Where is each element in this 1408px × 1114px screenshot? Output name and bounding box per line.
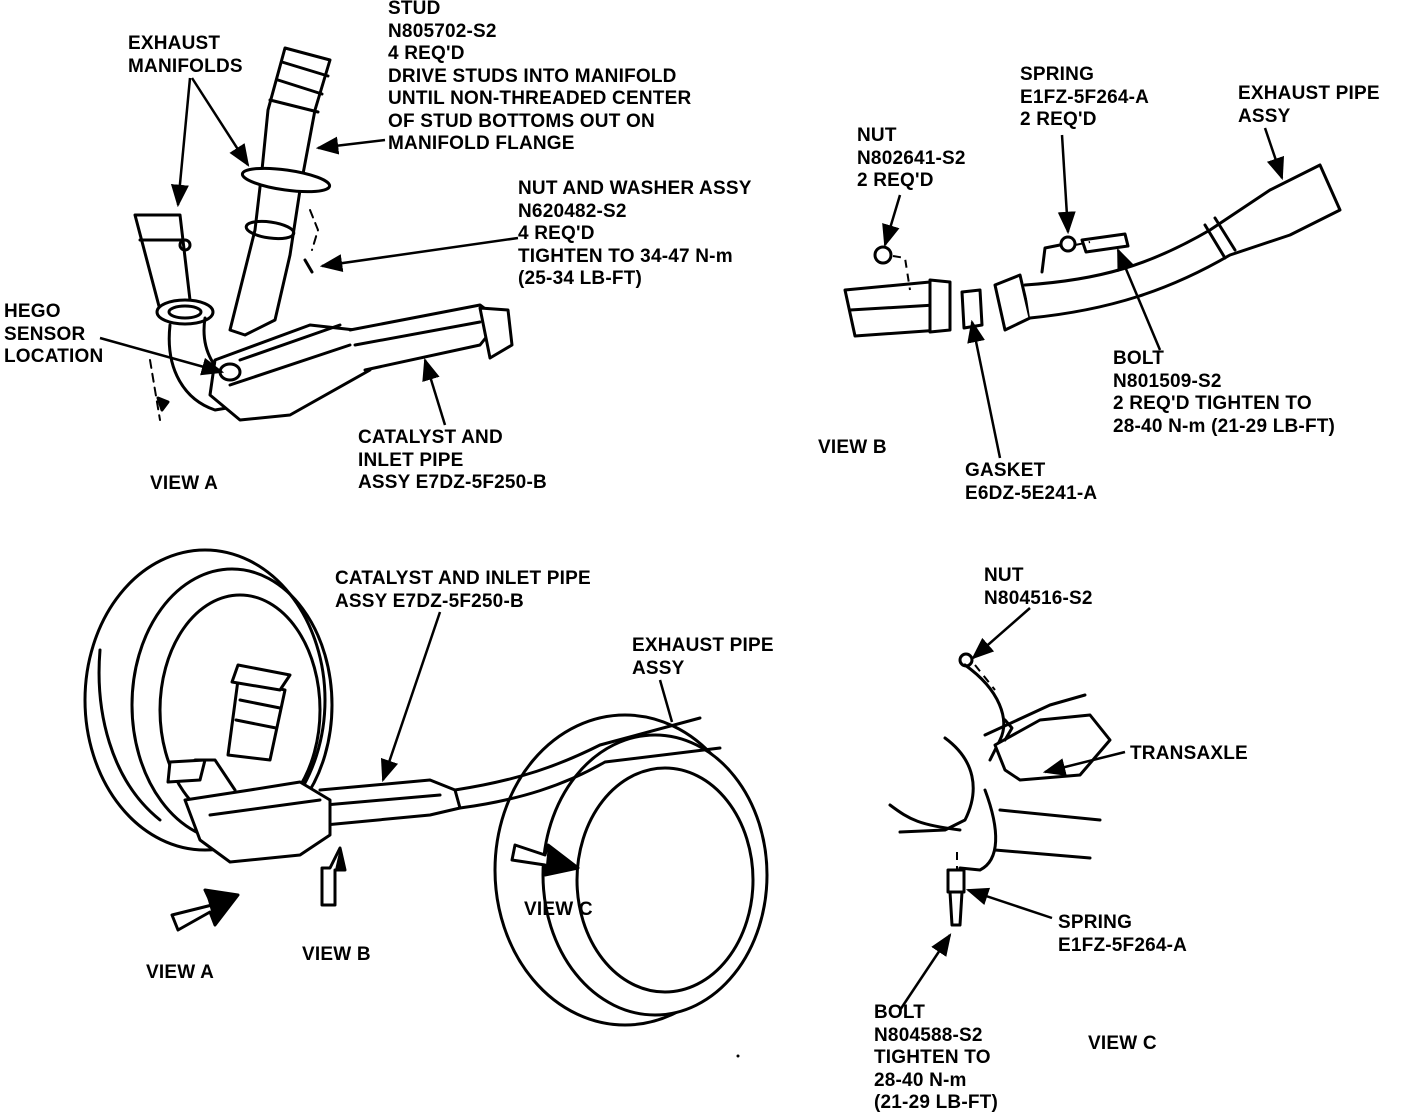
overview-illustration bbox=[83, 548, 769, 1027]
gasket-callout-line: E6DZ-5E241-A bbox=[965, 482, 1098, 504]
view-c-illustration bbox=[888, 652, 1112, 927]
stud-callout-line: N805702-S2 bbox=[388, 20, 497, 42]
stud-callout-line: STUD bbox=[388, 0, 441, 19]
exhaust-manifolds-label: EXHAUST MANIFOLDS bbox=[128, 33, 243, 78]
gasket-callout-view-b: GASKET E6DZ-5E241-A bbox=[965, 460, 1097, 505]
nut-washer-line: 4 REQ'D bbox=[518, 223, 595, 244]
nut-callout-line: NUT bbox=[984, 565, 1024, 586]
nut-callout-line: NUT bbox=[857, 125, 897, 146]
view-c-caption: VIEW C bbox=[1088, 1033, 1157, 1054]
view-a-caption: VIEW A bbox=[150, 473, 219, 494]
spring-callout-view-b: SPRING E1FZ-5F264-A 2 REQ'D bbox=[1020, 64, 1149, 132]
stud-callout-line: 4 REQ'D bbox=[388, 43, 465, 64]
spring-callout-line: E1FZ-5F264-A bbox=[1020, 86, 1150, 108]
catalyst-inlet-line: CATALYST AND INLET PIPE bbox=[335, 568, 591, 589]
bolt-callout-line: (21-29 LB-FT) bbox=[874, 1092, 998, 1113]
nut-callout-line: 2 REQ'D bbox=[857, 170, 934, 191]
view-a-leader-lines bbox=[99, 77, 519, 426]
bolt-callout-view-b: BOLT N801509-S2 2 REQ'D TIGHTEN TO 28-40… bbox=[1113, 348, 1335, 438]
catalyst-inlet-line: CATALYST AND bbox=[358, 427, 503, 448]
bolt-callout-line: 28-40 N-m (21-29 LB-FT) bbox=[1113, 415, 1336, 437]
catalyst-inlet-line: ASSY E7DZ-5F250-B bbox=[335, 590, 524, 612]
hego-sensor-line: SENSOR bbox=[4, 323, 86, 345]
gasket-callout-line: GASKET bbox=[965, 460, 1046, 481]
spring-callout-line: E1FZ-5F264-A bbox=[1058, 934, 1188, 956]
nut-callout-view-c: NUT N804516-S2 bbox=[984, 565, 1093, 610]
overview-leader-lines bbox=[380, 611, 674, 783]
view-b-dashed-lines bbox=[892, 241, 1091, 291]
hego-sensor-line: HEGO bbox=[4, 301, 61, 322]
nut-washer-line: TIGHTEN TO 34-47 N-m bbox=[518, 245, 733, 267]
nut-washer-line: (25-34 LB-FT) bbox=[518, 268, 642, 289]
exhaust-manifolds-line: EXHAUST bbox=[128, 33, 221, 54]
bolt-callout-line: BOLT bbox=[874, 1002, 926, 1023]
bolt-callout-line: BOLT bbox=[1113, 348, 1165, 369]
view-c-dashed-lines bbox=[956, 664, 996, 870]
nut-washer-line: N620482-S2 bbox=[518, 200, 627, 222]
stud-callout-line: MANIFOLD FLANGE bbox=[388, 133, 575, 154]
exhaust-pipe-callout-view-b: EXHAUST PIPE ASSY bbox=[1238, 83, 1380, 128]
stud-callout: STUD N805702-S2 4 REQ'D DRIVE STUDS INTO… bbox=[388, 0, 691, 156]
catalyst-inlet-callout-view-a: CATALYST AND INLET PIPE ASSY E7DZ-5F250-… bbox=[358, 427, 547, 495]
nut-washer-line: NUT AND WASHER ASSY bbox=[518, 178, 752, 199]
overview-view-b-label: VIEW B bbox=[302, 944, 371, 965]
spring-callout-line: SPRING bbox=[1020, 64, 1095, 85]
spring-callout-view-c: SPRING E1FZ-5F264-A bbox=[1058, 912, 1187, 957]
catalyst-inlet-line: ASSY E7DZ-5F250-B bbox=[358, 472, 547, 493]
stud-callout-line: DRIVE STUDS INTO MANIFOLD bbox=[388, 65, 677, 87]
nut-callout-line: N804516-S2 bbox=[984, 587, 1093, 609]
exhaust-pipe-line: ASSY bbox=[1238, 105, 1291, 127]
nut-callout-line: N802641-S2 bbox=[857, 147, 966, 169]
view-a-illustration bbox=[133, 46, 514, 422]
catalyst-inlet-line: INLET PIPE bbox=[358, 449, 464, 471]
overview-view-c-label: VIEW C bbox=[524, 899, 593, 920]
bolt-callout-line: 28-40 N-m bbox=[874, 1069, 967, 1091]
stud-callout-line: UNTIL NON-THREADED CENTER bbox=[388, 88, 692, 109]
bolt-callout-line: TIGHTEN TO bbox=[874, 1047, 991, 1068]
bolt-callout-line: 2 REQ'D TIGHTEN TO bbox=[1113, 393, 1312, 414]
spring-callout-line: 2 REQ'D bbox=[1020, 109, 1097, 130]
exhaust-pipe-line: EXHAUST PIPE bbox=[632, 635, 774, 656]
exhaust-pipe-line: EXHAUST PIPE bbox=[1238, 83, 1380, 104]
exhaust-manifolds-line: MANIFOLDS bbox=[128, 55, 243, 77]
nut-washer-callout: NUT AND WASHER ASSY N620482-S2 4 REQ'D T… bbox=[518, 178, 752, 291]
hego-sensor-line: LOCATION bbox=[4, 346, 104, 367]
bolt-callout-line: N804588-S2 bbox=[874, 1024, 983, 1046]
transaxle-label: TRANSAXLE bbox=[1130, 743, 1248, 764]
overview-view-a-label: VIEW A bbox=[146, 962, 215, 983]
exhaust-pipe-callout-overview: EXHAUST PIPE ASSY bbox=[632, 635, 774, 680]
nut-callout-view-b: NUT N802641-S2 2 REQ'D bbox=[857, 125, 966, 193]
view-b-caption: VIEW B bbox=[818, 437, 887, 458]
bolt-callout-line: N801509-S2 bbox=[1113, 370, 1222, 392]
hego-sensor-label: HEGO SENSOR LOCATION bbox=[4, 301, 103, 369]
overview-arrow-fills bbox=[205, 845, 578, 925]
view-b-illustration bbox=[843, 163, 1342, 338]
catalyst-inlet-callout-overview: CATALYST AND INLET PIPE ASSY E7DZ-5F250-… bbox=[335, 568, 591, 613]
view-b-leader-lines bbox=[882, 127, 1285, 459]
spring-callout-line: SPRING bbox=[1058, 912, 1133, 933]
exhaust-pipe-line: ASSY bbox=[632, 657, 685, 679]
stud-callout-line: OF STUD BOTTOMS OUT ON bbox=[388, 110, 655, 132]
view-c-leader-lines bbox=[898, 607, 1126, 1011]
bolt-callout-view-c: BOLT N804588-S2 TIGHTEN TO 28-40 N-m (21… bbox=[874, 1002, 998, 1114]
